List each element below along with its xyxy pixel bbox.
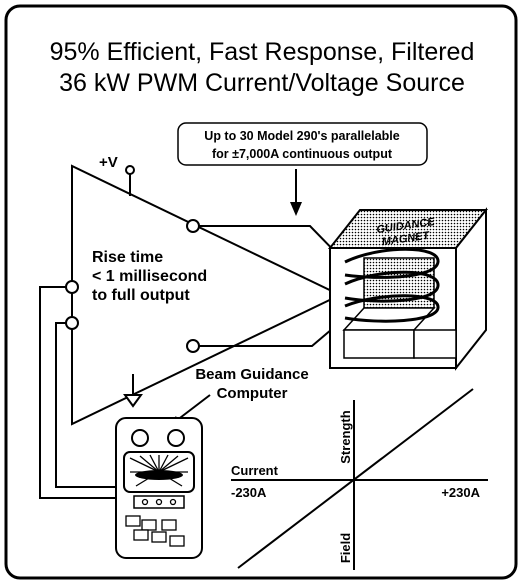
- graph-y-bottom-label: Field: [338, 533, 353, 563]
- beam-guidance-computer: [115, 417, 203, 559]
- supply-label: +V: [99, 154, 118, 171]
- graph-x-min-label: -230A: [231, 485, 267, 500]
- control-wire-outer: [39, 286, 120, 499]
- callout-box: [177, 122, 428, 166]
- control-wire-inner: [55, 322, 120, 488]
- rise-time-line-1: Rise time: [92, 249, 163, 266]
- guidance-magnet: [327, 207, 489, 371]
- graph-x-label: Current: [231, 463, 279, 478]
- input-terminal-bottom: [65, 316, 79, 330]
- callout-arrowhead: [290, 202, 302, 216]
- output-terminal-top: [186, 219, 200, 233]
- input-terminal-top: [65, 280, 79, 294]
- field-current-graph: Strength Field Current -230A +230A: [231, 388, 488, 570]
- title-line-1: 95% Efficient, Fast Response, Filtered: [50, 38, 475, 66]
- rise-time-line-2: < 1 millisecond: [92, 268, 207, 285]
- callout-line-1: Up to 30 Model 290's parallelable: [204, 129, 399, 143]
- computer-label-line-2: Computer: [217, 385, 288, 402]
- output-terminal-bottom: [186, 339, 200, 353]
- callout-line-2: for ±7,000A continuous output: [212, 147, 393, 161]
- supply-terminal: [125, 165, 135, 175]
- graph-y-top-label: Strength: [338, 410, 353, 464]
- computer-label-line-1: Beam Guidance: [195, 366, 308, 383]
- ground-arrow: [123, 394, 143, 408]
- graph-x-max-label: +230A: [441, 485, 480, 500]
- title-line-2: 36 kW PWM Current/Voltage Source: [59, 69, 465, 97]
- amplifier-triangle: [71, 164, 343, 426]
- rise-time-line-3: to full output: [92, 287, 190, 304]
- graph-transfer-line: [237, 388, 474, 569]
